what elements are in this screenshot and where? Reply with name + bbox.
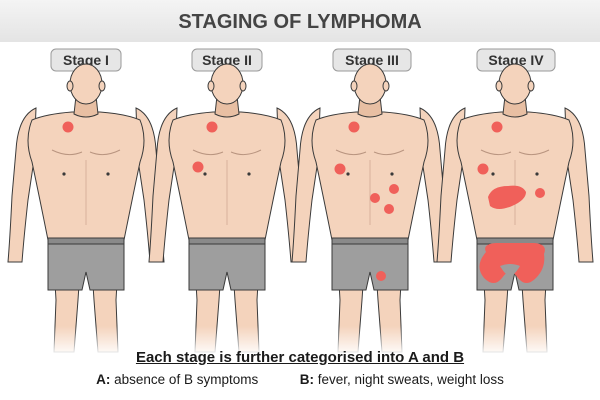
lesion-axilla-stage-4 xyxy=(477,163,489,175)
stage-label-2: Stage II xyxy=(191,48,263,72)
header-band xyxy=(0,0,600,42)
lesion-neck-stage-3 xyxy=(348,121,360,133)
lesion-neck-stage-4 xyxy=(491,121,503,133)
body-figure-stage-4 xyxy=(436,63,594,353)
stage-label-1: Stage I xyxy=(50,48,122,72)
body-figure-stage-1 xyxy=(7,63,165,353)
lesion-spleen-stage-4 xyxy=(535,188,545,198)
lesion-pelvis-stage-4 xyxy=(479,243,545,283)
body-figure-stage-2 xyxy=(148,63,306,353)
caption-area xyxy=(0,355,600,400)
caption-main: Each stage is further categorised into A… xyxy=(0,349,600,366)
lesion-abdomen-1-stage-3 xyxy=(389,184,399,194)
legend-b-text: fever, night sweats, weight loss xyxy=(317,372,504,387)
legend-a-key: A: xyxy=(96,372,111,387)
svg-text:Stage II: Stage II xyxy=(202,52,252,68)
legend-b-key: B: xyxy=(299,372,314,387)
lesion-liver-stage-4 xyxy=(488,185,526,209)
lesion-abdomen-3-stage-3 xyxy=(384,204,394,214)
lesion-axilla-stage-2 xyxy=(192,161,204,173)
lesion-neck-stage-2 xyxy=(206,121,218,133)
caption-legend: A: absence of B symptoms B: fever, night… xyxy=(0,372,600,387)
lesion-abdomen-2-stage-3 xyxy=(370,193,380,203)
stage-label-4: Stage IV xyxy=(476,48,556,72)
lesion-axilla-stage-3 xyxy=(334,163,346,175)
lesion-groin-stage-3 xyxy=(376,271,386,281)
bottom-fade xyxy=(0,326,600,356)
pelvis-gap xyxy=(500,264,520,276)
caption-main-text: Each stage is further categorised into A… xyxy=(135,349,465,366)
body-figure-stage-3 xyxy=(291,63,449,353)
legend-a-text: absence of B symptoms xyxy=(114,372,259,387)
diagram-title: STAGING OF LYMPHOMA xyxy=(178,11,421,33)
lesion-neck-stage-1 xyxy=(62,121,74,133)
svg-text:Stage III: Stage III xyxy=(345,52,399,68)
stage-label-3: Stage III xyxy=(332,48,412,72)
svg-text:Stage I: Stage I xyxy=(63,52,109,68)
svg-text:Stage IV: Stage IV xyxy=(488,52,544,68)
